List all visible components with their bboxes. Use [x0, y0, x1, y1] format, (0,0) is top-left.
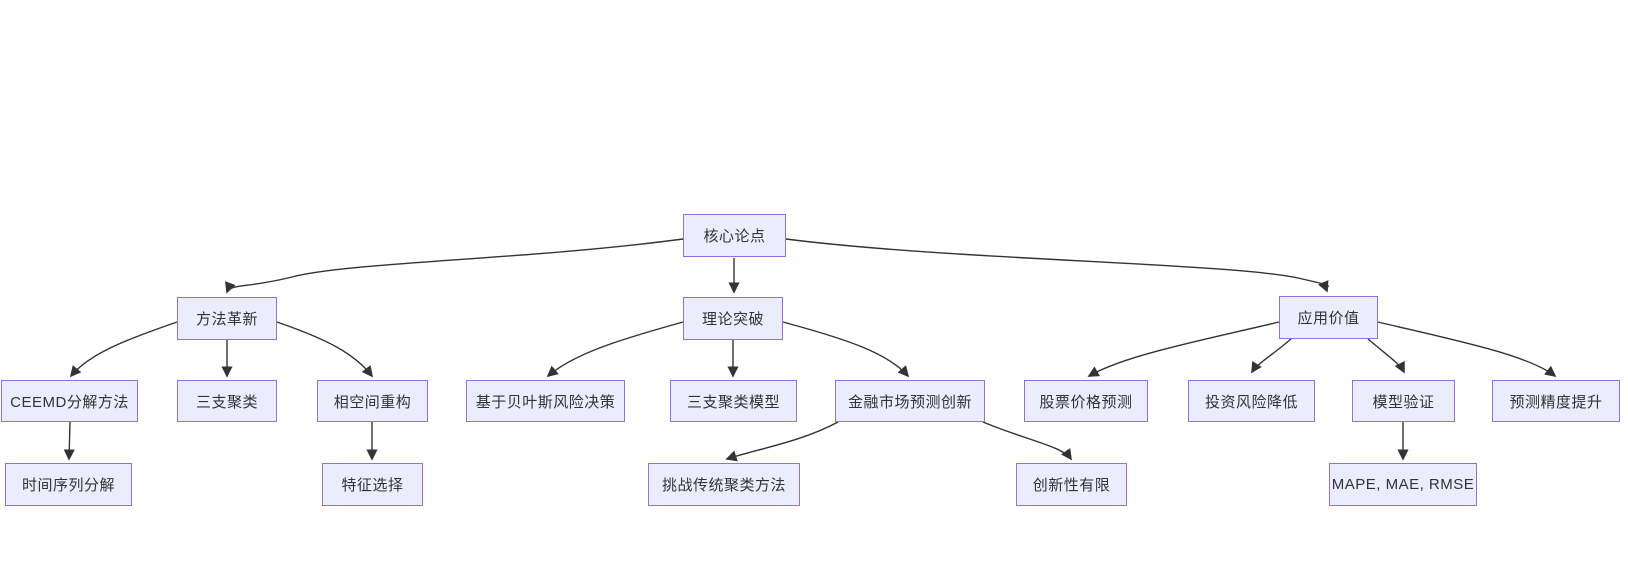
edge-theory-finance — [782, 321, 910, 378]
node-challenge-traditional-clustering-label: 挑战传统聚类方法 — [661, 477, 786, 494]
node-time-series-decomposition: 时间序列分解 — [5, 463, 132, 506]
node-application-value-label: 应用价值 — [1297, 310, 1360, 327]
node-limited-novelty-label: 创新性有限 — [1032, 477, 1111, 494]
node-forecast-accuracy-improvement: 预测精度提升 — [1492, 380, 1620, 422]
node-three-way-clustering: 三支聚类 — [177, 380, 277, 422]
edge-method-phase — [276, 321, 374, 378]
node-ceemd-decomposition-label: CEEMD分解方法 — [10, 393, 129, 411]
edge-method-ceemd — [69, 321, 178, 378]
node-bayesian-risk-decision: 基于贝叶斯风险决策 — [466, 380, 625, 422]
node-phase-space-reconstruction-label: 相空间重构 — [333, 393, 412, 411]
node-bayesian-risk-decision-label: 基于贝叶斯风险决策 — [475, 393, 616, 411]
node-challenge-traditional-clustering: 挑战传统聚类方法 — [648, 463, 800, 506]
node-method-innovation-label: 方法革新 — [195, 311, 258, 328]
edge-theory-bayes — [546, 321, 684, 378]
node-model-validation-label: 模型验证 — [1372, 393, 1435, 411]
node-time-series-decomposition-label: 时间序列分解 — [21, 477, 115, 494]
node-stock-price-prediction: 股票价格预测 — [1024, 380, 1148, 422]
node-method-innovation: 方法革新 — [177, 297, 277, 340]
edge-ceemd-tsdecomp — [63, 421, 75, 461]
node-feature-selection-label: 特征选择 — [341, 477, 404, 494]
node-phase-space-reconstruction: 相空间重构 — [317, 380, 428, 422]
node-limited-novelty: 创新性有限 — [1016, 463, 1127, 506]
node-forecast-accuracy-improvement-label: 预测精度提升 — [1509, 393, 1603, 411]
node-application-value: 应用价值 — [1279, 296, 1378, 339]
edge-value-validate — [1367, 338, 1405, 374]
node-financial-market-forecast-innovation: 金融市场预测创新 — [835, 380, 985, 422]
node-investment-risk-reduction: 投资风险降低 — [1188, 380, 1315, 422]
edge-core-value — [785, 238, 1329, 293]
node-theory-breakthrough-label: 理论突破 — [701, 311, 764, 328]
edge-finance-challenge — [725, 421, 839, 462]
node-stock-price-prediction-label: 股票价格预测 — [1039, 393, 1133, 411]
node-investment-risk-reduction-label: 投资风险降低 — [1204, 393, 1298, 411]
edge-value-invest — [1251, 338, 1292, 374]
node-core-thesis-label: 核心论点 — [703, 228, 766, 245]
node-three-way-clustering-model: 三支聚类模型 — [670, 380, 797, 422]
edge-value-stock — [1087, 321, 1280, 377]
node-financial-market-forecast-innovation-label: 金融市场预测创新 — [847, 393, 972, 411]
edge-value-precision — [1377, 321, 1557, 378]
node-error-metrics-label: MAPE, MAE, RMSE — [1331, 476, 1475, 493]
node-theory-breakthrough: 理论突破 — [683, 297, 783, 340]
node-model-validation: 模型验证 — [1352, 380, 1455, 422]
edge-core-method — [225, 238, 684, 294]
node-ceemd-decomposition: CEEMD分解方法 — [1, 380, 138, 422]
node-three-way-clustering-label: 三支聚类 — [195, 393, 258, 411]
node-error-metrics: MAPE, MAE, RMSE — [1329, 463, 1477, 506]
node-feature-selection: 特征选择 — [322, 463, 423, 506]
node-core-thesis: 核心论点 — [683, 214, 786, 257]
node-three-way-clustering-model-label: 三支聚类模型 — [686, 393, 780, 411]
edge-finance-limited — [982, 421, 1072, 461]
